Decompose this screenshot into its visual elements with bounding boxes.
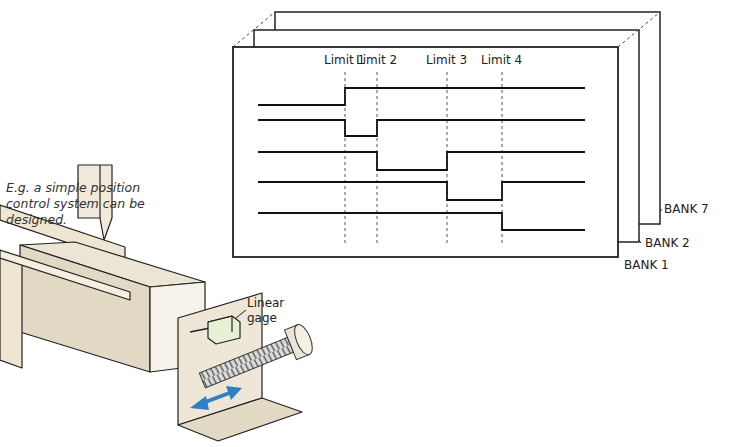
bank-label: BANK 7 (664, 202, 709, 217)
bank-label: BANK 2 (645, 236, 690, 251)
part-label: Linear gage (247, 296, 302, 326)
motion-arrow (190, 386, 242, 410)
adjusting-screw (196, 322, 316, 395)
note-text: E.g. a simple position control system ca… (6, 180, 184, 228)
limit-label: Limit 2 (356, 53, 397, 68)
press-illustration (0, 165, 302, 441)
bank-panel (233, 47, 618, 257)
signal-traces (258, 88, 585, 230)
limit-label: Limit 4 (481, 53, 522, 68)
limit-label: Limit 3 (426, 53, 467, 68)
bank-label: BANK 1 (624, 258, 669, 273)
